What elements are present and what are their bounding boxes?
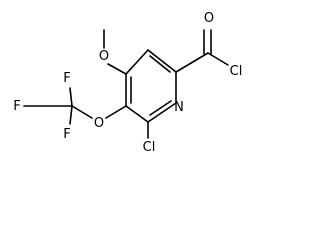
bond-ring-n-c2 [147, 102, 177, 123]
atom-fluorine-bottom: F [63, 127, 70, 142]
atom-acyl-chlorine: Cl [230, 64, 243, 79]
atom-methoxy-oxygen: O [99, 49, 109, 64]
bond-ring-c5-c6 [147, 49, 177, 73]
atom-fluorine-top: F [63, 71, 70, 86]
bond-ring-c2-c3 [125, 105, 149, 123]
bond-o-cf3 [71, 105, 93, 119]
bond-c4-o-methoxy [107, 63, 127, 75]
bond-ring-c5-c6-inner [149, 55, 171, 73]
atom-ether-oxygen: O [94, 116, 104, 131]
atom-ring-nitrogen: N [174, 100, 184, 115]
bond-cf3-f-top [69, 87, 73, 107]
bond-c6-carbonyl [175, 52, 209, 73]
molecule-drawing: O O Cl N Cl O F F F [13, 11, 243, 155]
bond-c3-o-ether [105, 105, 127, 119]
bond-ring-c4-c5 [125, 49, 149, 75]
bond-carbonyl-cl [207, 52, 229, 66]
bond-ring-n-c2-inner [149, 100, 172, 116]
atom-carbonyl-oxygen: O [204, 11, 214, 26]
bond-cf3-f-bottom [69, 105, 73, 125]
structure-diagram: O O Cl N Cl O F F F [13, 11, 243, 155]
atom-ring-chlorine: Cl [143, 140, 156, 155]
atom-fluorine-left: F [13, 99, 20, 114]
